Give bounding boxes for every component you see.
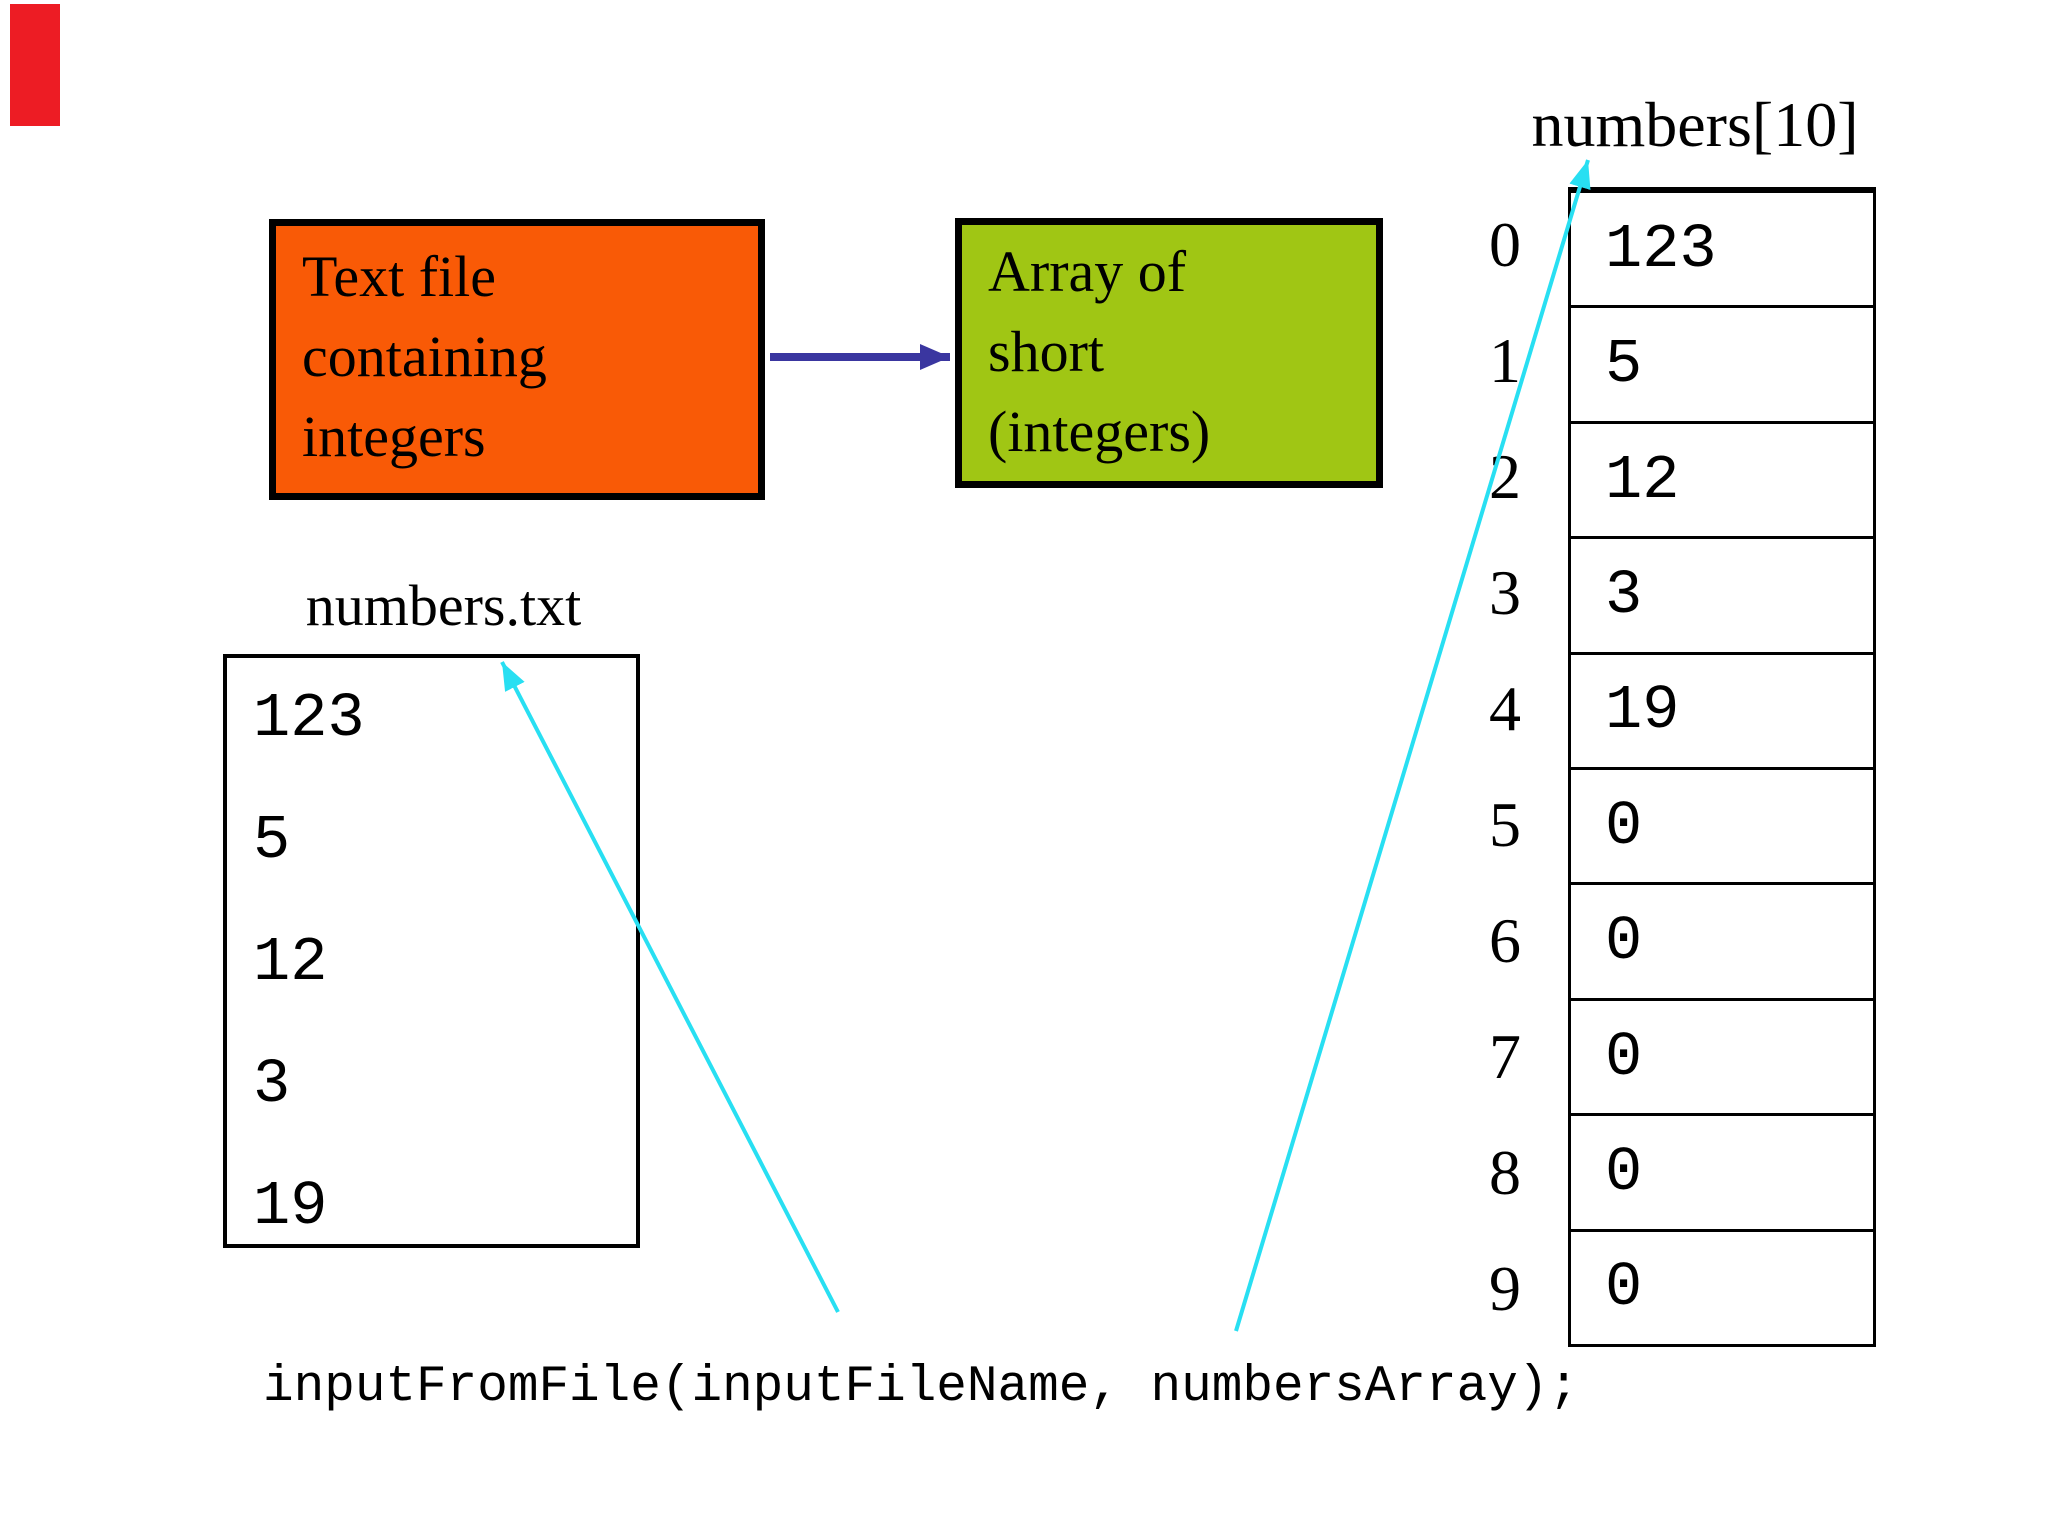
- array-title: numbers[10]: [1531, 89, 1859, 160]
- array-index-label: 3: [1489, 557, 1521, 628]
- array-index-label: 8: [1489, 1137, 1521, 1208]
- file-value-line: 5: [253, 805, 291, 876]
- array-box-line2: short: [988, 319, 1104, 384]
- array-cell: 3: [1571, 539, 1873, 655]
- code-line: inputFromFile(inputFileName, numbersArra…: [263, 1359, 1580, 1416]
- array-table: 123 5 12 3 19 0 0 0 0 0: [1568, 187, 1876, 1347]
- array-cell: 0: [1605, 1252, 1643, 1324]
- file-value-line: 123: [253, 683, 365, 754]
- array-cell: 0: [1571, 770, 1873, 886]
- file-value-line: 3: [253, 1049, 291, 1120]
- array-cell: 12: [1571, 424, 1873, 540]
- array-index-label: 9: [1489, 1253, 1521, 1324]
- text-file-box-line3: integers: [302, 404, 486, 469]
- array-index-label: 5: [1489, 789, 1521, 860]
- red-accent-bar: [10, 4, 60, 126]
- array-cell: 0: [1571, 1001, 1873, 1117]
- file-contents-box: 123 5 12 3 19: [223, 654, 640, 1248]
- array-cell: 0: [1571, 1116, 1873, 1232]
- text-file-box-line2: containing: [302, 324, 547, 389]
- array-cell: 123: [1571, 193, 1873, 309]
- array-of-short-box: Array of short (integers): [955, 218, 1383, 488]
- array-cell: 5: [1571, 308, 1873, 424]
- file-value-line: 12: [253, 927, 328, 998]
- array-index-label: 2: [1489, 441, 1521, 512]
- array-cell: 0: [1571, 885, 1873, 1001]
- array-index-label: 1: [1489, 325, 1521, 396]
- file-value-line: 19: [253, 1171, 328, 1242]
- array-index-label: 7: [1489, 1021, 1521, 1092]
- array-box-line3: (integers): [988, 399, 1211, 464]
- array-box-line1: Array of: [988, 239, 1187, 304]
- text-file-box-line1: Text file: [302, 244, 497, 309]
- array-index-label: 0: [1489, 209, 1521, 280]
- array-index-label: 6: [1489, 905, 1521, 976]
- text-file-box: Text file containing integers: [269, 219, 765, 500]
- array-index-column: 0 1 2 3 4 5 6 7 8 9: [1462, 187, 1548, 1347]
- file-title: numbers.txt: [305, 573, 582, 638]
- array-cell: 19: [1571, 655, 1873, 771]
- array-index-label: 4: [1489, 673, 1521, 744]
